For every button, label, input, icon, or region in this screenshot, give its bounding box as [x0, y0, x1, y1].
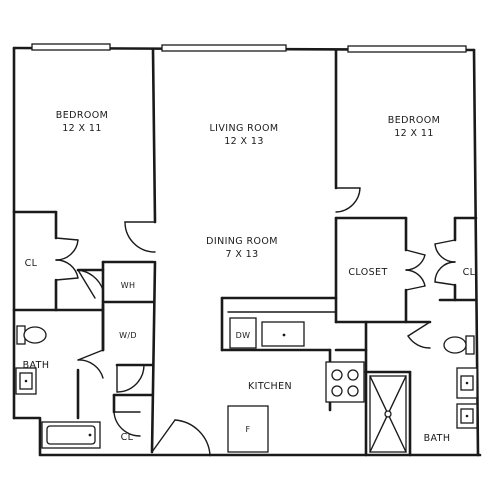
label-kitchen: KITCHEN	[248, 381, 292, 392]
fixtures	[15, 311, 478, 453]
label-fridge: F	[246, 425, 251, 434]
window-left	[31, 43, 111, 51]
window-center	[161, 44, 287, 52]
window-right	[347, 45, 467, 53]
label-bath-left: BATH	[23, 360, 50, 371]
toilet-left	[16, 325, 47, 345]
label-bedroom-right: BEDROOM	[388, 115, 440, 126]
sink-left	[15, 367, 37, 395]
dims-dining-room: 7 X 13	[225, 249, 258, 260]
label-dw: DW	[236, 331, 251, 340]
label-bedroom-left: BEDROOM	[56, 110, 108, 121]
sink-right-1	[456, 367, 478, 399]
dims-bedroom-right: 12 X 11	[394, 128, 434, 139]
label-closet: CLOSET	[348, 267, 387, 278]
kitchen-counter	[227, 311, 337, 349]
label-cl-left-upper: CL	[25, 258, 38, 269]
sink-right-2	[456, 403, 478, 429]
doors	[55, 187, 456, 456]
label-dining-room: DINING ROOM	[206, 236, 278, 247]
label-cl-left-lower: CL	[121, 432, 134, 443]
label-bath-right: BATH	[424, 433, 451, 444]
bathtub	[41, 421, 101, 449]
label-cl-right: CL	[463, 267, 476, 278]
toilet-right	[443, 335, 475, 355]
label-wd: W/D	[119, 331, 137, 340]
stove	[325, 361, 365, 403]
dims-living-room: 12 X 13	[224, 136, 264, 147]
shower	[369, 375, 407, 453]
fridge	[227, 405, 269, 453]
label-wh: WH	[121, 281, 136, 290]
windows	[31, 43, 467, 53]
kitchen-sink	[261, 321, 305, 347]
labels: BEDROOM 12 X 11 LIVING ROOM 12 X 13 BEDR…	[23, 110, 476, 444]
dishwasher	[229, 317, 257, 349]
label-living-room: LIVING ROOM	[209, 123, 278, 134]
dims-bedroom-left: 12 X 11	[62, 123, 102, 134]
